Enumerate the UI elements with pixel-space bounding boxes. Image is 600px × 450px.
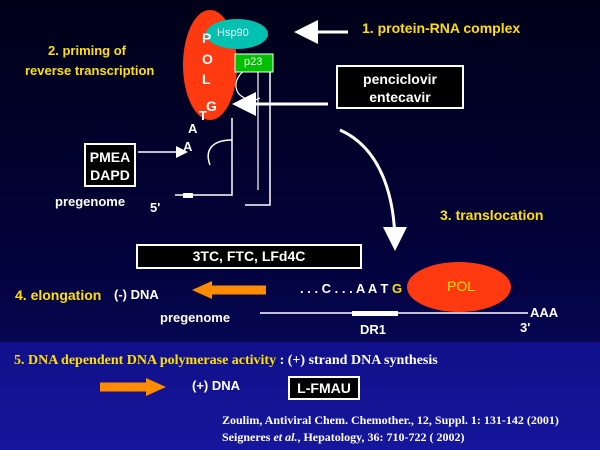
dr1-marker [352,311,398,316]
pol-letter-l: L [202,71,211,87]
pol-letter-p: P [202,30,212,46]
dapd-label: DAPD [90,167,130,183]
step2-label-line1: 2. priming of [48,43,126,58]
pregenome-top-label: pregenome [55,194,126,209]
lfmau-box: L-FMAU [288,376,360,400]
step5-label: 5. DNA dependent DNA polymerase activity… [14,353,438,369]
arrow-plus-strand-head [146,378,166,396]
arrow-elongation-head [192,281,212,299]
pmea-dapd-box: PMEA DAPD [84,143,136,187]
reference-1: Zoulim, Antiviral Chem. Chemother., 12, … [222,413,559,427]
step5-bold: 5. DNA dependent DNA polymerase activity [14,353,277,368]
reference-2-author: Seigneres [222,430,274,444]
five-prime-marker [183,193,193,198]
sequence-label: . . . C . . . A A T G [300,281,402,296]
reference-2-rest: , Hepatology, 36: 710-722 ( 2002) [297,430,465,444]
step4-label: 4. elongation [15,287,102,303]
arrow-translocation [339,128,407,251]
sequence-g: G [391,281,403,296]
step2-label-line2: reverse transcription [25,63,155,78]
aaa-label: AAA [530,305,559,320]
penciclovir-label: penciclovir [363,71,437,87]
pol-ellipse-bottom [407,262,511,312]
reference-2-etal: et al. [273,430,298,444]
penciclovir-entecavir-box: penciclovir entecavir [336,65,464,109]
priming-loop [207,139,233,166]
nucleotide-t: T [199,108,207,123]
minus-dna-label: (-) DNA [114,287,159,302]
pol-letter-o: O [202,51,213,67]
hsp90-label: Hsp90 [217,27,249,39]
step3-label: 3. translocation [440,207,544,223]
pol-bottom-label: POL [447,278,476,294]
nucleotide-a2: A [183,139,193,154]
pmea-label: PMEA [89,149,131,165]
hsp90-ellipse [206,19,268,49]
reference-2: Seigneres et al., Hepatology, 36: 710-72… [222,430,464,445]
entecavir-label: entecavir [369,89,431,105]
threetc-box: 3TC, FTC, LFd4C [136,244,362,269]
step1-label: 1. protein-RNA complex [362,20,521,36]
dr1-label: DR1 [360,322,387,337]
sequence-prefix: . . . C . . . A A T [300,281,392,296]
five-prime-label: 5' [150,200,161,215]
nucleotide-a1: A [188,121,198,136]
pol-letter-g: G [206,98,217,114]
p23-label: p23 [244,56,263,68]
p23-box [234,53,274,73]
plus-dna-label: (+) DNA [192,378,241,393]
step5-rest: : (+) strand DNA synthesis [276,353,438,368]
pregenome-bottom-label: pregenome [160,310,231,325]
three-prime-label: 3' [520,320,531,335]
rna-left-strand [175,118,233,196]
